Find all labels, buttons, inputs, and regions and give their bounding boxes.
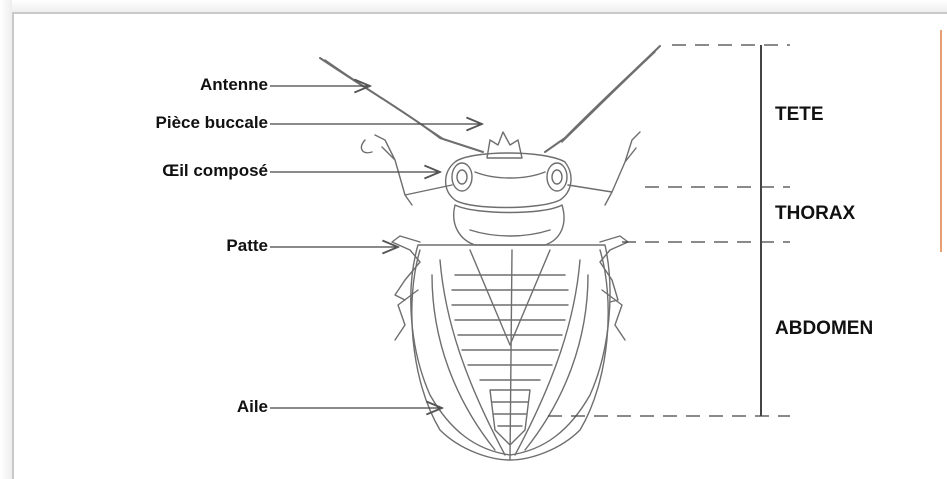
label-piece-buccale: Pièce buccale bbox=[18, 113, 268, 133]
label-patte: Patte bbox=[18, 236, 268, 256]
right-hind-leg bbox=[602, 290, 625, 340]
left-antenna-inner bbox=[325, 60, 445, 140]
left-antenna bbox=[320, 58, 483, 152]
region-brackets bbox=[548, 45, 790, 416]
region-label-abdomen: ABDOMEN bbox=[775, 318, 945, 340]
right-front-leg bbox=[568, 132, 640, 205]
left-front-leg bbox=[375, 135, 452, 205]
region-label-tete: TETE bbox=[775, 104, 824, 126]
thorax bbox=[454, 205, 564, 245]
label-aile: Aile bbox=[18, 397, 268, 417]
left-wing bbox=[412, 250, 512, 460]
right-antenna bbox=[545, 46, 660, 152]
left-compound-eye bbox=[452, 163, 472, 191]
right-compound-eye bbox=[547, 163, 567, 191]
insect-illustration bbox=[320, 46, 660, 460]
label-antenne: Antenne bbox=[18, 75, 268, 95]
label-oeil-compose: Œil composé bbox=[18, 161, 268, 181]
region-label-thorax: THORAX bbox=[775, 203, 855, 225]
right-antenna-inner bbox=[562, 52, 655, 142]
leader-lines bbox=[270, 86, 482, 408]
